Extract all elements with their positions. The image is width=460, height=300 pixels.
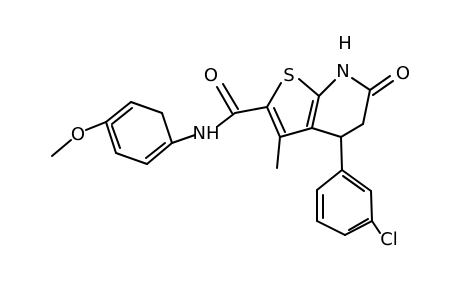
bond xyxy=(115,152,148,165)
bond-c6-to-ketone-o-b xyxy=(372,80,394,96)
bond-c6-to-ketone-o-a xyxy=(369,75,391,91)
bond xyxy=(105,121,117,154)
bond-double xyxy=(111,125,121,149)
bond-c7a-c3a-double xyxy=(306,100,314,127)
bond-double xyxy=(348,218,369,231)
bond-carbonyl-c-to-o-b xyxy=(222,83,239,110)
bond-methoxy-o-to-methyl xyxy=(51,139,72,157)
bond-ring-to-chlorine xyxy=(371,220,381,234)
bond-c2-c3-double xyxy=(273,107,286,133)
bond xyxy=(146,142,173,165)
bond xyxy=(370,190,373,222)
bond xyxy=(316,220,346,236)
bond-double xyxy=(342,175,365,192)
pyridinone-ring xyxy=(311,77,371,138)
methyl-bond xyxy=(276,136,281,169)
bond xyxy=(130,101,163,114)
bond-c6-to-c5 xyxy=(362,89,371,125)
bond xyxy=(316,169,343,191)
bond-s-to-c7a xyxy=(298,78,320,97)
bond-c7a-to-n xyxy=(318,79,336,97)
bond-double xyxy=(145,142,166,159)
sulfur-label: S xyxy=(283,65,294,86)
bond-carbonyl-c-to-thiophene-c2 xyxy=(234,106,268,114)
amide-nh-label: NH xyxy=(193,123,220,144)
bond-c4-to-c3a xyxy=(311,127,342,138)
bond-c2-to-s xyxy=(266,82,282,108)
bond-n-to-c6 xyxy=(351,77,371,91)
ring-nh-h-label: H xyxy=(338,33,352,54)
methoxyphenyl-ring xyxy=(105,101,173,165)
bond-amide-n-to-carbonyl-c xyxy=(217,112,236,127)
amide-oxygen-label: O xyxy=(204,65,218,86)
bond xyxy=(344,220,373,236)
bond-ring-to-methoxy-o xyxy=(85,121,107,131)
bond xyxy=(105,101,132,123)
bond-double xyxy=(111,107,133,125)
chlorine-label: Cl xyxy=(380,229,398,250)
ring-n-label: N xyxy=(336,61,349,82)
bond-c5-to-c4 xyxy=(340,123,364,138)
thiophene-ring xyxy=(266,78,320,138)
bond-c3-to-c2 xyxy=(266,106,281,138)
ketone-oxygen-label: O xyxy=(396,63,410,84)
bond-c7a-to-c3a xyxy=(311,95,320,129)
chlorophenyl-ring xyxy=(316,169,373,236)
methoxy-oxygen-label: O xyxy=(71,124,85,145)
bond-c4-to-chlorophenyl xyxy=(340,136,343,171)
bond-carbonyl-c-to-o-a xyxy=(216,86,233,114)
bond-c3a-to-c3 xyxy=(279,127,313,138)
bond-ring-to-amide-n xyxy=(171,134,196,144)
bond xyxy=(161,112,173,144)
bond xyxy=(341,169,372,192)
